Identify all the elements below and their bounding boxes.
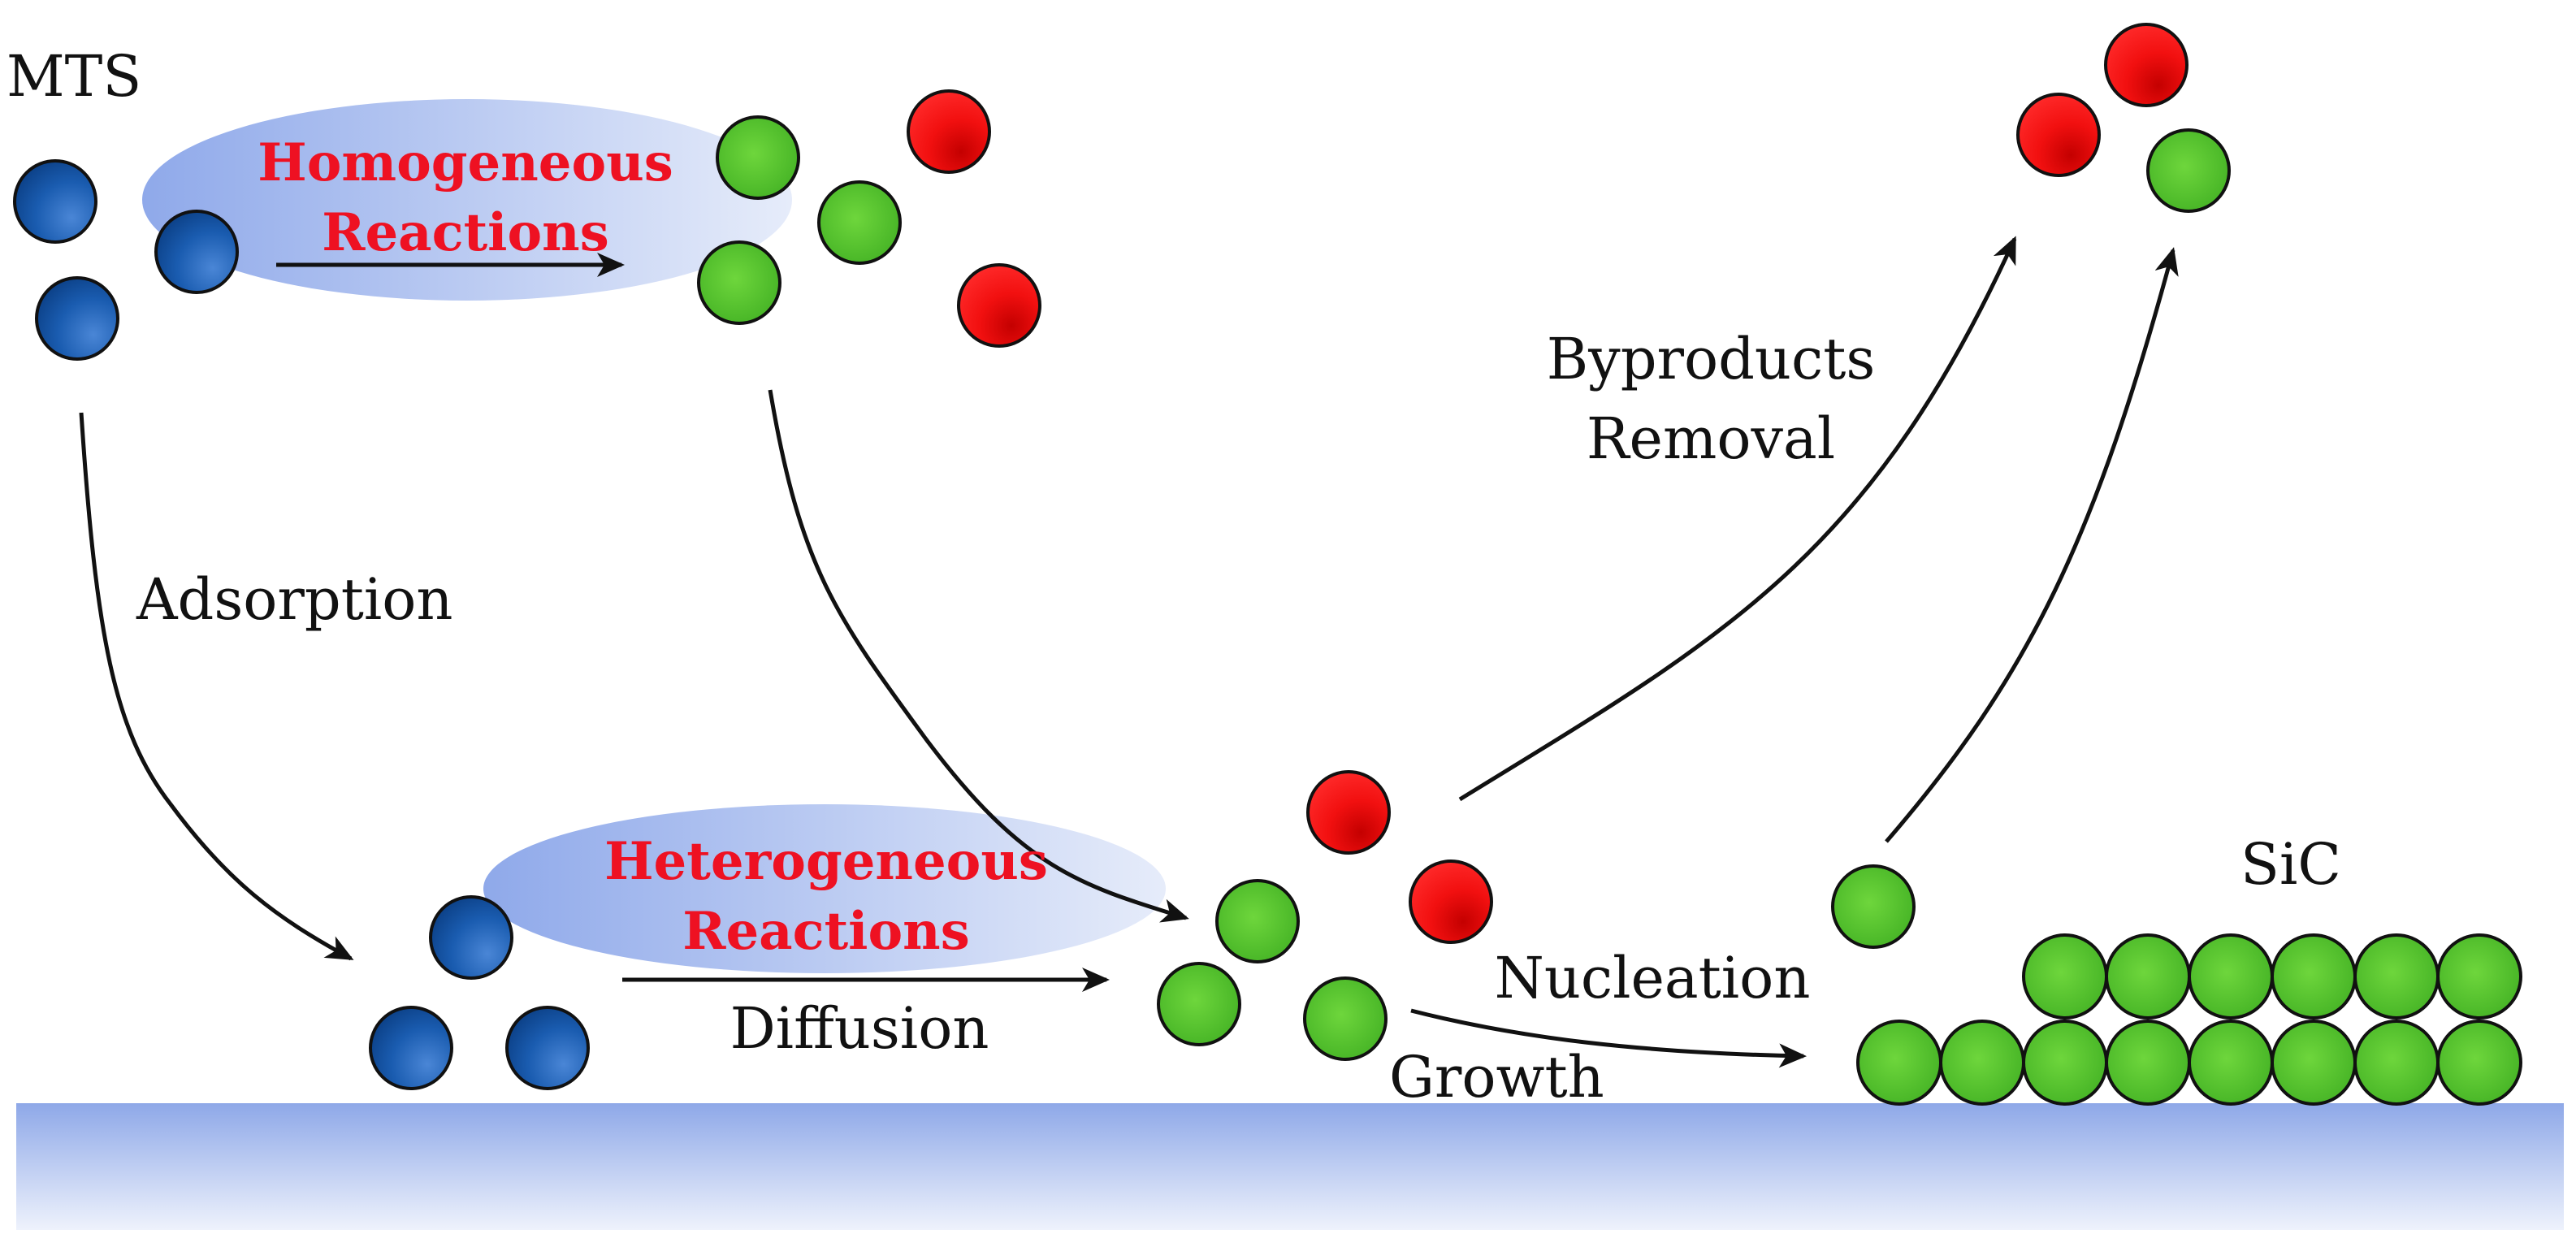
blue-molecule (35, 276, 119, 361)
homogeneous-label-line1: Homogeneous (258, 132, 673, 193)
red-molecule (2016, 93, 2101, 177)
adsorbed-molecules (369, 895, 590, 1090)
sic-molecule (2188, 1020, 2274, 1106)
heterogeneous-label-line1: Heterogeneous (604, 831, 1048, 892)
sic-molecule (2022, 1020, 2108, 1106)
green-molecule (1831, 864, 1916, 949)
sic-molecule (2436, 1020, 2522, 1106)
removed-byproducts (2016, 23, 2231, 213)
substrate (16, 1103, 2564, 1230)
sic-molecule (2188, 933, 2274, 1020)
red-molecule (907, 89, 991, 174)
green-molecule (2146, 128, 2231, 213)
gas-to-surface-arrow (768, 389, 1189, 923)
sic-molecule (2353, 1020, 2440, 1106)
heterogeneous-label-line2: Reactions (682, 901, 969, 962)
homogeneous-reaction-zone (142, 99, 792, 301)
sic-label: SiC (2240, 831, 2341, 898)
red-molecule (2104, 23, 2189, 107)
blue-molecule (429, 895, 513, 980)
gas-phase-products (697, 89, 1041, 348)
blue-molecule (13, 159, 97, 244)
heterogeneous-reaction-zone (483, 804, 1166, 973)
homogeneous-label-line2: Reactions (322, 202, 608, 263)
blue-molecule (369, 1006, 453, 1090)
green-molecule (1157, 962, 1241, 1046)
red-molecule (1306, 770, 1391, 855)
sic-molecule (1939, 1020, 2025, 1106)
byproducts-label-line1: Byproducts (1547, 326, 1876, 392)
surface-intermediates (1157, 770, 1493, 1061)
green-molecule (817, 180, 902, 265)
sic-molecule (2105, 1020, 2191, 1106)
red-molecule (957, 263, 1041, 348)
sic-molecule (2105, 933, 2191, 1020)
blue-molecule (154, 210, 239, 294)
sic-molecule (2436, 933, 2522, 1020)
sic-molecule (1856, 1020, 1942, 1106)
byproducts-removal-arrow-2 (1885, 247, 2179, 843)
nucleation-growth-arrow (1410, 1008, 1807, 1068)
sic-molecule (2271, 1020, 2357, 1106)
sic-molecule (2022, 933, 2108, 1020)
byproducts-label-line2: Removal (1587, 405, 1835, 472)
diffusion-label: Diffusion (730, 995, 989, 1062)
red-molecule (1409, 859, 1493, 944)
arrows (79, 236, 2179, 1068)
green-molecule (1303, 976, 1388, 1061)
mts-label: MTS (6, 43, 141, 110)
nucleation-label: Nucleation (1495, 945, 1811, 1011)
green-molecule (1215, 879, 1300, 963)
sic-film (1856, 933, 2522, 1106)
sic-molecule (2353, 933, 2440, 1020)
adsorption-arrow (79, 412, 354, 961)
green-molecule (716, 115, 800, 200)
byproducts-removal-arrow-1 (1458, 236, 2017, 802)
blue-molecule (505, 1006, 590, 1090)
mts-molecules (13, 159, 239, 361)
sic-molecule (2271, 933, 2357, 1020)
growth-label: Growth (1389, 1044, 1604, 1111)
green-molecule (697, 240, 781, 325)
adsorption-label: Adsorption (136, 566, 452, 633)
